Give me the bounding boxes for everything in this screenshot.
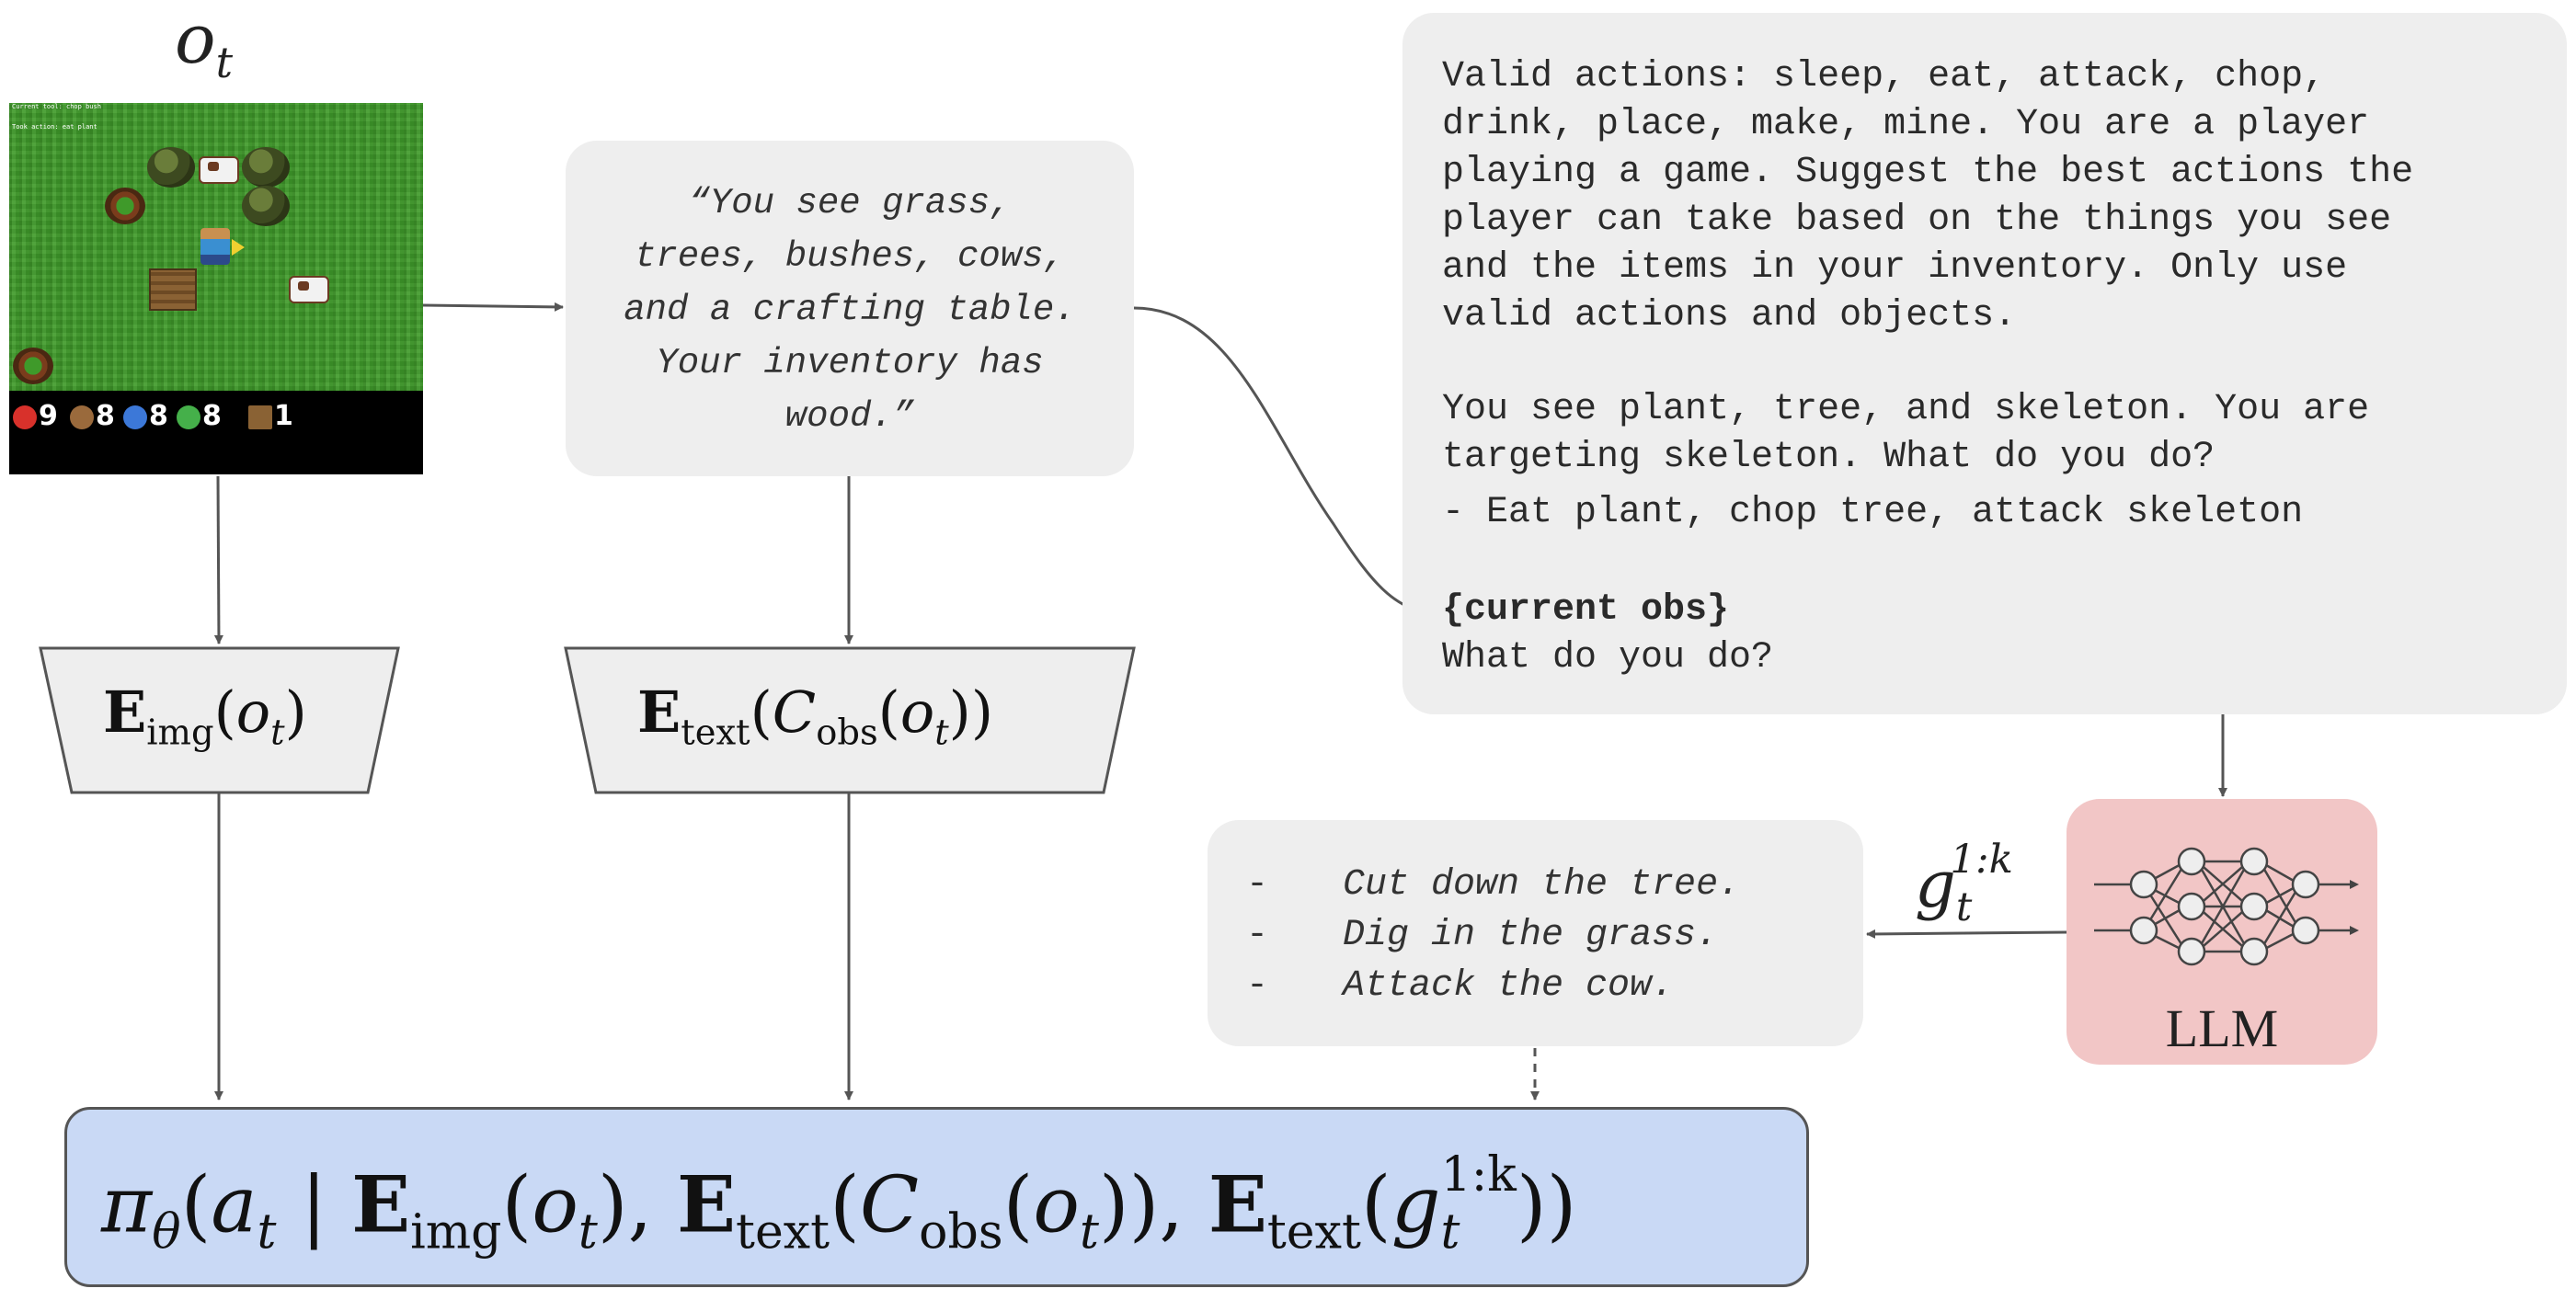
image-encoder-label: Eimg(ot): [103, 679, 307, 754]
observation-caption: “You see grass, trees, bushes, cows, and…: [624, 183, 1076, 437]
inventory-bar: 9 8 8 8 1: [9, 391, 423, 474]
prompt-question: What do you do?: [1442, 637, 1774, 679]
neural-network-icon: [2094, 847, 2359, 966]
drink-icon: [123, 405, 147, 429]
food-icon: [70, 405, 94, 429]
tree-sprite: [242, 186, 290, 226]
prompt-line: valid actions and objects.: [1442, 295, 2017, 336]
prompt-example-line: - Eat plant, chop tree, attack skeleton: [1442, 492, 2304, 533]
health-stat: 9: [13, 400, 58, 440]
bush-sprite: [13, 348, 53, 384]
drink-stat: 8: [123, 400, 168, 440]
llm-box: [2067, 799, 2377, 1065]
prompt-box: [1402, 13, 2567, 714]
energy-stat: 8: [177, 400, 222, 440]
policy-box: [64, 1107, 1809, 1287]
policy-formula: πθ(at | Eimg(ot), Etext(Cobs(ot)), Etext…: [101, 1147, 1577, 1260]
wood-stat: 1: [248, 400, 293, 440]
player-sprite: [200, 228, 230, 265]
game-action-line: Took action: eat plant: [12, 123, 97, 131]
prompt-line: playing a game. Suggest the best actions…: [1442, 152, 2414, 193]
goal-item: -Cut down the tree.: [1246, 864, 1741, 906]
image-encoder-shape: [39, 646, 400, 794]
wood-icon: [248, 405, 272, 429]
goal-item: -Attack the cow.: [1246, 965, 1675, 1007]
arrow-obs-to-caption: [422, 302, 564, 312]
prompt-line: and the items in your inventory. Only us…: [1442, 247, 2348, 289]
prompt-line: You see plant, tree, and skeleton. You a…: [1442, 389, 2370, 430]
goal-item: -Dig in the grass.: [1246, 915, 1719, 956]
prompt-line: targeting skeleton. What do you do?: [1442, 437, 2215, 478]
heart-icon: [13, 405, 37, 429]
goal-symbol: gt1:k: [1915, 837, 2013, 931]
goals-box: [1208, 820, 1863, 1046]
cow-sprite: [199, 156, 239, 184]
tree-sprite: [147, 147, 195, 188]
text-encoder-label: Etext(Cobs(ot)): [637, 679, 994, 754]
current-obs-placeholder: {current obs}: [1442, 589, 1730, 631]
bush-sprite: [105, 188, 145, 224]
arrow-caption-to-prompt: [1133, 306, 1447, 619]
game-screenshot: Current tool: chop bush Took action: eat…: [9, 103, 423, 474]
caption-box: [566, 141, 1134, 476]
arrow-obs-to-img-encoder: [213, 475, 223, 644]
cow-sprite: [289, 276, 329, 303]
game-status-line: Current tool: chop bush: [12, 103, 101, 110]
crafting-table-sprite: [149, 268, 197, 311]
llm-label: LLM: [2165, 998, 2279, 1058]
tree-sprite: [242, 147, 290, 188]
text-encoder-shape: [564, 646, 1136, 794]
energy-icon: [177, 405, 200, 429]
observation-label: ot: [175, 0, 233, 88]
prompt-line: Valid actions: sleep, eat, attack, chop,: [1442, 56, 2326, 97]
prompt-line: drink, place, make, mine. You are a play…: [1442, 104, 2370, 145]
prompt-line: player can take based on the things you …: [1442, 200, 2392, 241]
food-stat: 8: [70, 400, 115, 440]
facing-arrow-icon: [232, 239, 245, 256]
arrow-llm-to-goals: [1866, 929, 2067, 939]
